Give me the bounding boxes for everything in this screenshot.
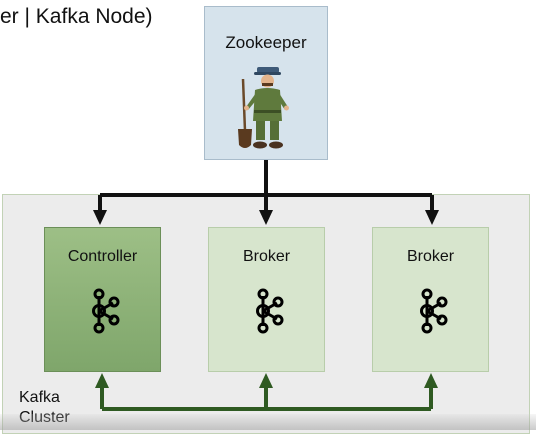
controller-node: Controller — [44, 227, 161, 372]
node-label: Broker — [406, 248, 455, 265]
broker-node: Broker — [208, 227, 325, 372]
kafka-logo-icon — [420, 288, 448, 334]
node-label: Controller — [67, 248, 138, 265]
zookeeper-label: Zookeeper — [225, 33, 307, 52]
kafka-logo-icon — [256, 288, 284, 334]
broker-node: Broker — [372, 227, 489, 372]
cluster-connector — [100, 386, 433, 411]
bottom-strip — [0, 414, 536, 430]
node-label: Broker — [242, 248, 291, 265]
slide-heading: er | Kafka Node) — [0, 5, 153, 28]
kafka-logo-icon — [92, 288, 120, 334]
arrow-up-icon — [424, 373, 438, 388]
cluster-label-line1: Kafka — [19, 389, 60, 406]
zookeeper-box: Zookeeper — [204, 6, 328, 160]
arrow-down-icon — [93, 210, 107, 225]
zookeeper-figure-icon — [238, 67, 289, 149]
arrow-down-icon — [259, 210, 273, 225]
arrow-down-icon — [425, 210, 439, 225]
arrow-up-icon — [259, 373, 273, 388]
zookeeper-connector — [98, 160, 434, 213]
arrow-up-icon — [95, 373, 109, 388]
